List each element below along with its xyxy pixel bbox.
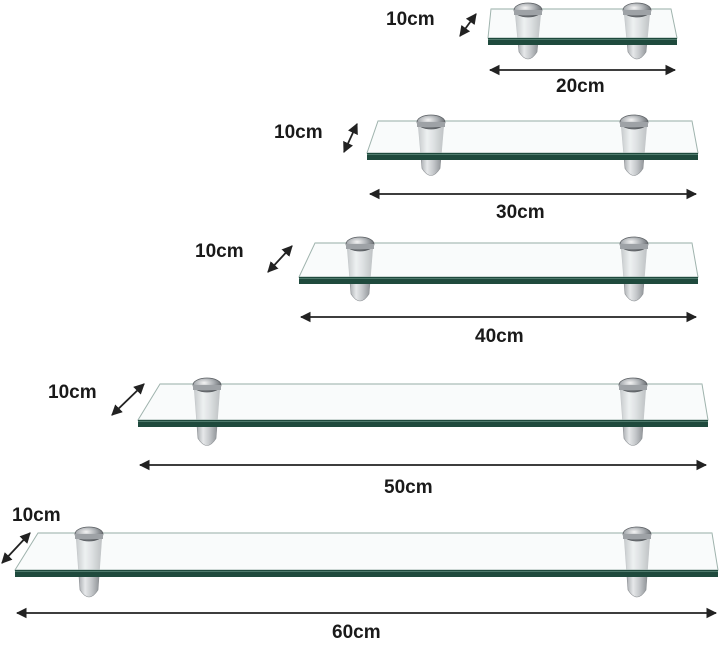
shelf-2-width-label: 30cm: [496, 202, 545, 223]
shelf-4-front-edge: [138, 420, 708, 427]
shelf-5-bracket-collar-2: [623, 534, 651, 539]
shelf-3: [267, 236, 699, 323]
shelf-3-depth-label: 10cm: [195, 241, 244, 262]
shelf-4: [111, 377, 709, 471]
shelf-2-front-edge: [367, 153, 698, 160]
shelf-5-glass-top: [14, 532, 719, 571]
shelf-1: [459, 2, 678, 76]
shelf-4-width-label: 50cm: [384, 477, 433, 498]
shelf-4-depth-arrow: [111, 383, 145, 416]
shelf-2-bracket-collar-2: [620, 122, 648, 127]
shelf-5-depth-label: 10cm: [12, 505, 61, 526]
shelf-2-bracket-collar-1: [417, 122, 445, 127]
shelf-4-depth-label: 10cm: [48, 382, 97, 403]
shelf-5-bracket-collar-1: [75, 534, 103, 539]
shelf-4-bracket-collar-1: [193, 385, 221, 390]
shelf-3-bracket-collar-1: [346, 244, 374, 249]
shelf-2: [343, 114, 699, 200]
shelf-1-depth-label: 10cm: [386, 9, 435, 30]
shelf-3-width-label: 40cm: [475, 326, 524, 347]
shelf-1-front-edge: [488, 38, 677, 45]
shelf-1-depth-arrow: [459, 13, 477, 37]
shelf-1-bracket-collar-2: [623, 10, 651, 15]
shelf-3-depth-arrow: [267, 245, 293, 273]
shelf-1-bracket-collar-1: [514, 10, 542, 15]
shelf-5: [1, 526, 719, 619]
shelf-2-depth-arrow: [343, 123, 358, 153]
shelf-5-width-label: 60cm: [332, 622, 381, 643]
shelf-2-depth-label: 10cm: [274, 122, 323, 143]
shelf-4-bracket-collar-2: [619, 385, 647, 390]
shelf-2-glass-top: [366, 120, 699, 154]
shelf-3-bracket-collar-2: [620, 244, 648, 249]
shelf-5-front-edge: [15, 570, 718, 577]
shelf-1-width-label: 20cm: [556, 76, 605, 97]
shelf-5-depth-arrow: [1, 532, 31, 564]
shelf-3-front-edge: [299, 277, 698, 284]
